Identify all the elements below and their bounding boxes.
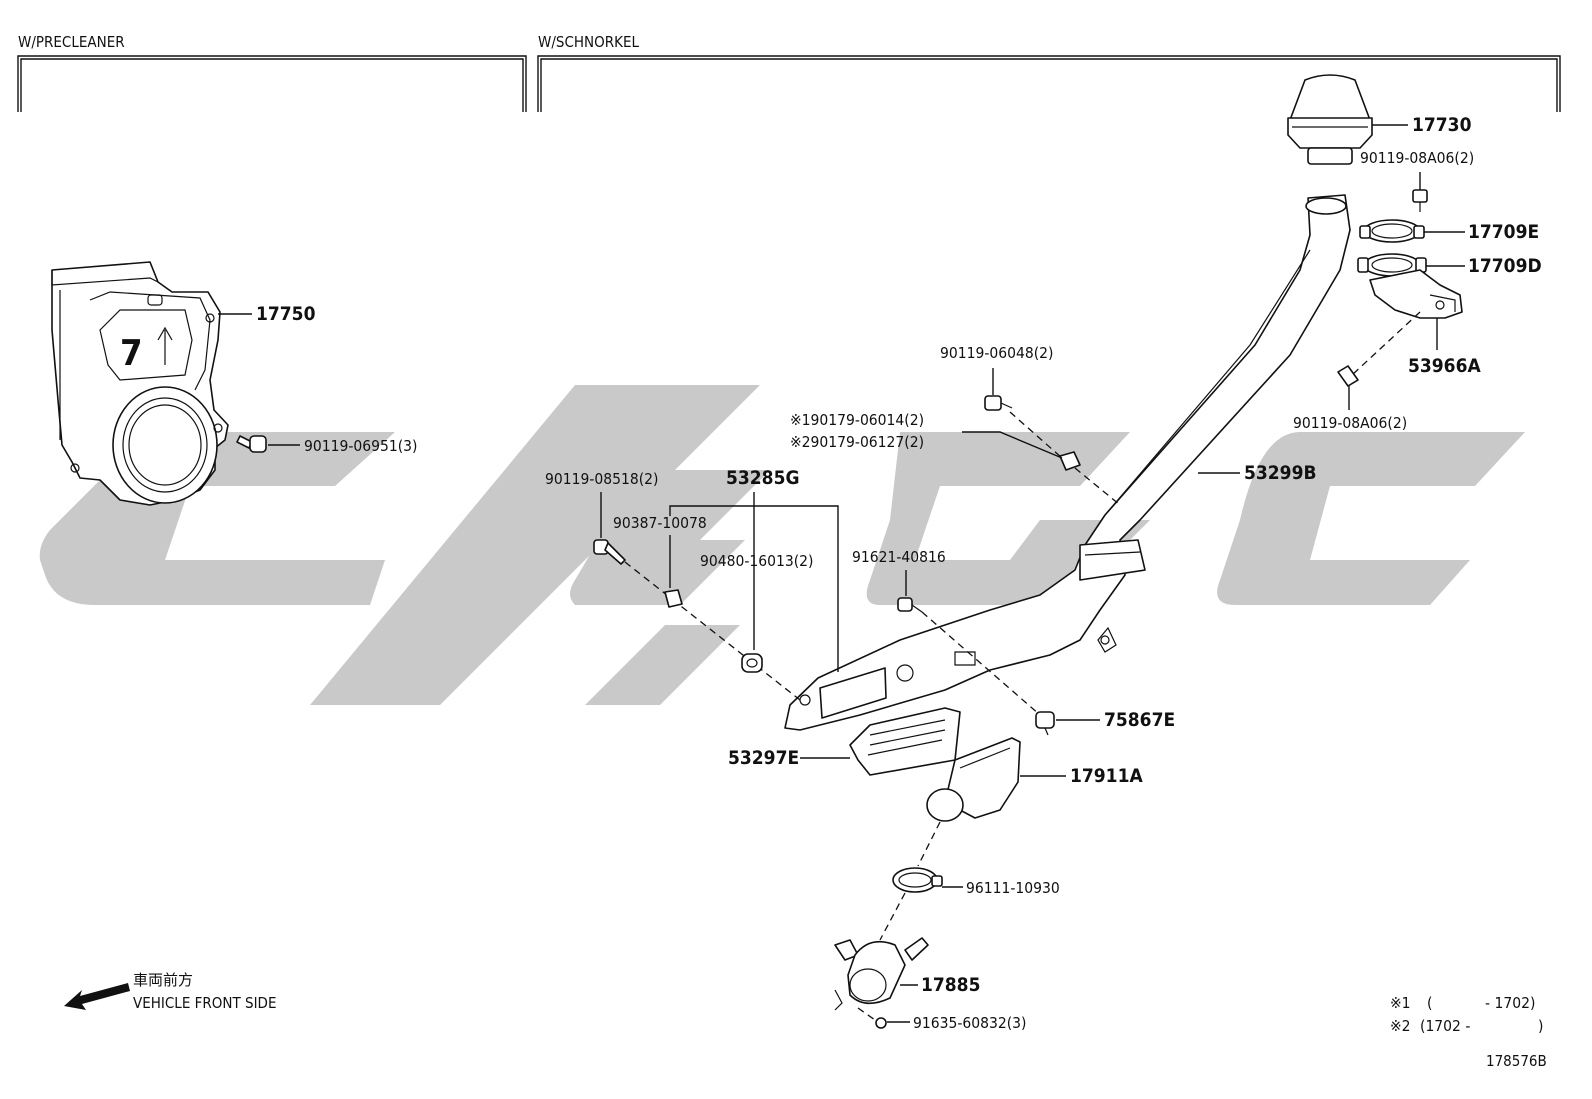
dashed-guide-nut-90179 bbox=[1074, 467, 1121, 506]
footnote-2-close: ) bbox=[1538, 1017, 1543, 1035]
front-arrow-icon bbox=[64, 983, 130, 1010]
part-label-90119-08518[interactable]: 90119-08518(2) bbox=[545, 470, 659, 488]
part-label-75867e[interactable]: 75867E bbox=[1104, 709, 1175, 731]
section-bracket-left-inner bbox=[20, 58, 524, 112]
leader-90179 bbox=[962, 431, 1063, 459]
dashed-guide-17911a bbox=[917, 821, 941, 867]
duct-17911a[interactable] bbox=[926, 737, 1021, 822]
part-label-53297e[interactable]: 53297E bbox=[728, 747, 799, 769]
part-label-91621-40816[interactable]: 91621-40816 bbox=[852, 548, 946, 566]
part-label-53966a[interactable]: 53966A bbox=[1408, 355, 1481, 377]
part-label-17709d[interactable]: 17709D bbox=[1468, 255, 1542, 277]
dashed-guide-90119-08518 bbox=[624, 561, 801, 701]
part-label-17911a[interactable]: 17911A bbox=[1070, 765, 1143, 787]
part-label-17730[interactable]: 17730 bbox=[1412, 114, 1472, 136]
part-label-96111-10930[interactable]: 96111-10930 bbox=[966, 879, 1060, 897]
part-label-90119-08a06-bottom[interactable]: 90119-08A06(2) bbox=[1293, 414, 1407, 432]
bolt-90119-08a06-bottom[interactable] bbox=[1337, 365, 1359, 387]
schnorkel-section: W/SCHNORKEL bbox=[537, 33, 1561, 112]
part-label-53299b[interactable]: 53299B bbox=[1244, 462, 1317, 484]
precleaner-section: W/PRECLEANER bbox=[17, 33, 527, 112]
part-label-90179-06014[interactable]: ※190179-06014(2) bbox=[790, 411, 924, 429]
part-label-90119-08a06-top[interactable]: 90119-08A06(2) bbox=[1360, 149, 1474, 167]
clip-75867e[interactable] bbox=[1035, 711, 1055, 736]
direction-label-jp: 車両前方 bbox=[133, 971, 193, 989]
snorkel-head-17730[interactable] bbox=[1287, 74, 1373, 165]
dashed-guide-53966a bbox=[1351, 311, 1421, 376]
section-bracket-right-inner bbox=[540, 58, 1558, 112]
bolt-90119-06048[interactable] bbox=[984, 395, 1013, 411]
footnotes: ※1 ( - 1702) ※2 (1702 - ) bbox=[1390, 994, 1543, 1035]
part-label-53285g[interactable]: 53285G bbox=[726, 467, 800, 489]
part-label-91635-60832[interactable]: 91635-60832(3) bbox=[913, 1014, 1027, 1032]
footnote-2-value: (1702 - bbox=[1420, 1017, 1470, 1035]
elbow-53966a[interactable] bbox=[1369, 269, 1463, 319]
svg-text:7: 7 bbox=[120, 333, 143, 374]
bolt-90119-06951[interactable] bbox=[236, 435, 267, 453]
spacer-90387-10078[interactable] bbox=[664, 589, 683, 608]
screw-91635-60832[interactable] bbox=[875, 1017, 887, 1029]
footnote-1-open: ( bbox=[1427, 994, 1432, 1012]
valve-17885[interactable] bbox=[834, 937, 929, 1011]
footnote-1-mark: ※1 bbox=[1390, 994, 1411, 1012]
bolt-90119-08518[interactable] bbox=[593, 539, 626, 565]
diagram-id: 178576B bbox=[1486, 1052, 1547, 1070]
dashed-guide-96111 bbox=[879, 892, 906, 941]
snorkel-tube-53299b[interactable] bbox=[784, 194, 1351, 731]
watermark-logo bbox=[39, 385, 1525, 705]
clamp-17709e[interactable] bbox=[1359, 219, 1425, 243]
part-label-90119-06951[interactable]: 90119-06951(3) bbox=[304, 437, 418, 455]
dashed-guide-91621-40816 bbox=[921, 611, 1041, 716]
dashed-guide-17885 bbox=[857, 1007, 876, 1021]
part-label-17750[interactable]: 17750 bbox=[256, 303, 316, 325]
grommet-90480-16013[interactable] bbox=[741, 653, 763, 673]
grille-53297e[interactable] bbox=[849, 707, 961, 776]
section-bracket-right bbox=[537, 55, 1561, 112]
part-label-90480-16013[interactable]: 90480-16013(2) bbox=[700, 552, 814, 570]
section-header-precleaner: W/PRECLEANER bbox=[18, 33, 125, 51]
part-label-17885[interactable]: 17885 bbox=[921, 974, 980, 996]
direction-legend: 車両前方 VEHICLE FRONT SIDE bbox=[64, 971, 276, 1012]
section-header-schnorkel: W/SCHNORKEL bbox=[538, 33, 640, 51]
part-label-90119-06048[interactable]: 90119-06048(2) bbox=[940, 344, 1054, 362]
direction-label-en: VEHICLE FRONT SIDE bbox=[133, 994, 276, 1012]
footnote-2-mark: ※2 bbox=[1390, 1017, 1411, 1035]
part-label-17709e[interactable]: 17709E bbox=[1468, 221, 1539, 243]
bolt-91621-40816[interactable] bbox=[897, 597, 923, 613]
nut-90179[interactable] bbox=[1059, 451, 1081, 471]
footnote-1-value: - 1702) bbox=[1485, 994, 1535, 1012]
precleaner-housing[interactable]: 7 bbox=[51, 261, 229, 506]
part-label-90387-10078[interactable]: 90387-10078 bbox=[613, 514, 707, 532]
hose-clamp-96111-10930[interactable] bbox=[892, 867, 943, 893]
section-bracket-left bbox=[17, 55, 527, 112]
bolt-90119-08a06-top[interactable] bbox=[1412, 172, 1428, 212]
part-label-90179-06127[interactable]: ※290179-06127(2) bbox=[790, 433, 924, 451]
